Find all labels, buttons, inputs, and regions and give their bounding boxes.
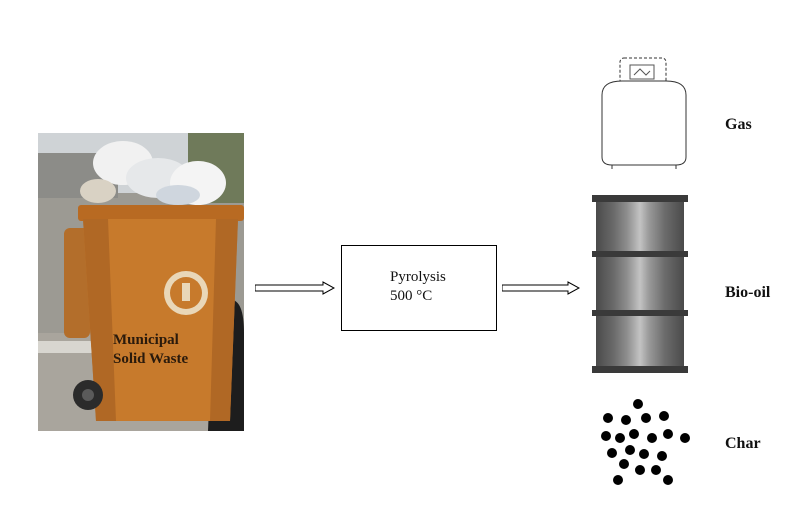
pyrolysis-process-box: Pyrolysis 500 °C xyxy=(341,245,497,331)
product-label-bio-oil: Bio-oil xyxy=(725,284,771,301)
char-particles-icon xyxy=(596,398,694,495)
gas-cylinder-icon xyxy=(598,55,690,175)
flow-arrow-1 xyxy=(254,281,336,300)
process-name: Pyrolysis xyxy=(390,269,446,285)
input-label: Municipal Solid Waste xyxy=(113,331,223,369)
product-label-char: Char xyxy=(725,435,761,452)
flow-arrow-2 xyxy=(501,281,581,300)
input-label-line1: Municipal xyxy=(113,332,179,348)
process-temperature: 500 °C xyxy=(390,288,433,304)
input-label-line2: Solid Waste xyxy=(113,351,189,367)
waste-bin-photo xyxy=(38,133,244,431)
product-label-gas: Gas xyxy=(725,116,752,133)
oil-barrel-icon xyxy=(592,195,688,378)
